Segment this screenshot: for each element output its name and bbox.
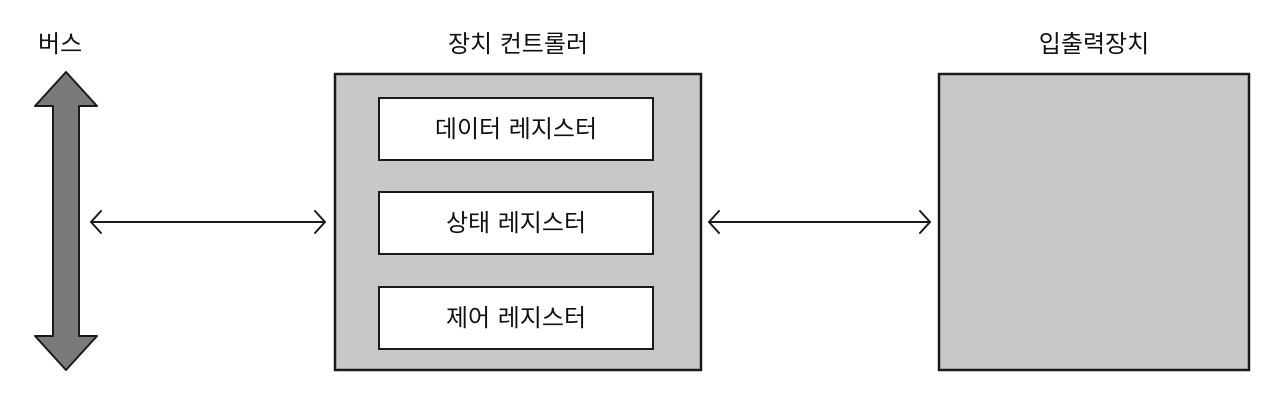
bus-arrow: [34, 71, 98, 371]
status-register-box: 상태 레지스터: [378, 191, 654, 255]
data-register-box: 데이터 레지스터: [378, 97, 654, 161]
io-device-title: 입출력장치: [1038, 30, 1150, 58]
controller-io-arrow: [708, 210, 931, 234]
io-device-box: [937, 72, 1251, 372]
bus-controller-arrow: [90, 210, 326, 234]
device-controller-title: 장치 컨트롤러: [447, 30, 589, 58]
bus-label: 버스: [38, 30, 83, 58]
control-register-label: 제어 레지스터: [445, 304, 587, 332]
status-register-label: 상태 레지스터: [445, 209, 587, 237]
control-register-box: 제어 레지스터: [378, 286, 654, 350]
data-register-label: 데이터 레지스터: [434, 115, 598, 143]
